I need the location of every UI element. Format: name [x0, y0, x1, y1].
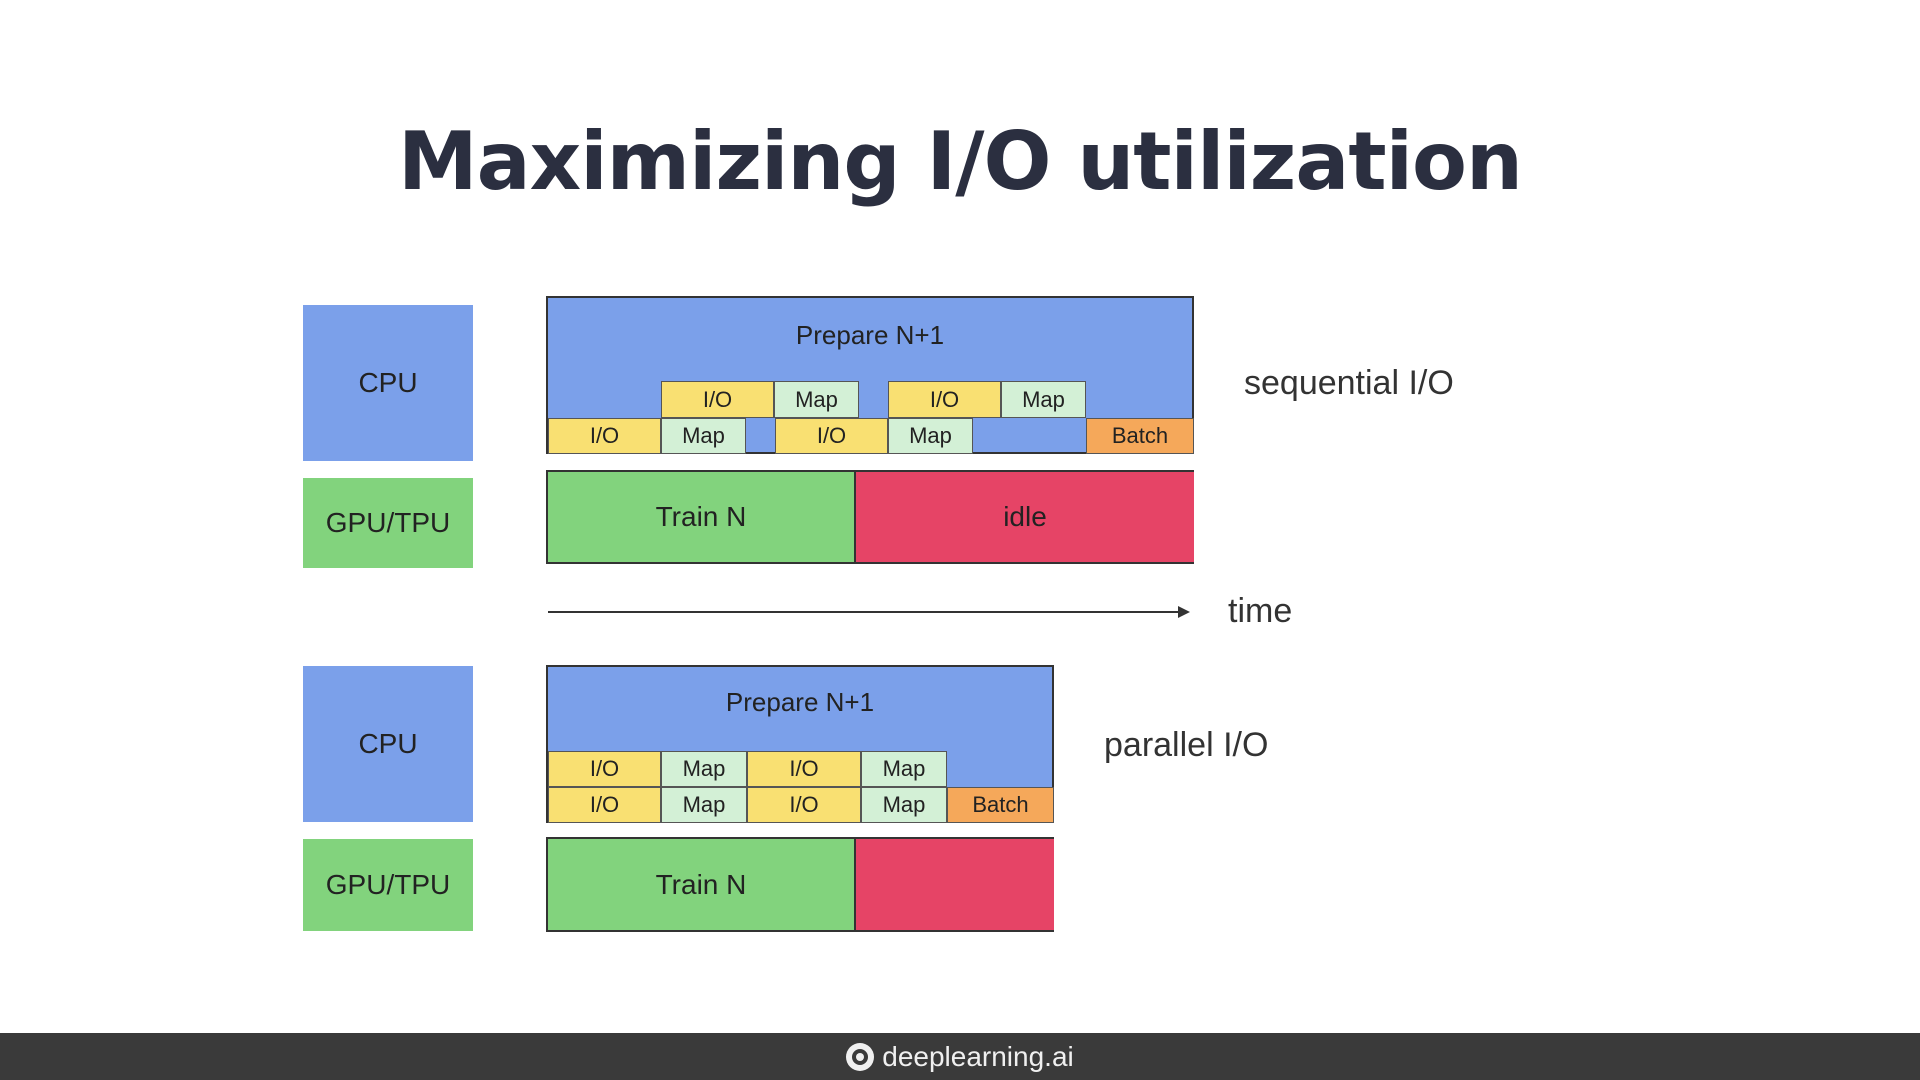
- sequential-cpu-timeline: Prepare N+1 I/O Map I/O Map I/O Map I/O …: [546, 296, 1194, 454]
- map-block: Map: [888, 418, 973, 454]
- map-block: Map: [774, 381, 859, 418]
- batch-block: Batch: [947, 787, 1054, 823]
- parallel-io-label: parallel I/O: [1104, 726, 1269, 764]
- train-block: Train N: [548, 839, 856, 930]
- map-block: Map: [661, 751, 747, 787]
- idle-block: idle: [856, 472, 1194, 562]
- slide-title: Maximizing I/O utilization: [398, 115, 1523, 208]
- parallel-cpu-timeline: Prepare N+1 I/O Map I/O Map I/O Map I/O …: [546, 665, 1054, 823]
- map-block: Map: [1001, 381, 1086, 418]
- prepare-label: Prepare N+1: [725, 687, 875, 717]
- gpu-label-sequential: GPU/TPU: [303, 478, 473, 568]
- io-block: I/O: [661, 381, 774, 418]
- batch-block: Batch: [1086, 418, 1194, 454]
- train-block: Train N: [548, 472, 856, 562]
- io-block: I/O: [548, 751, 661, 787]
- deeplearning-logo-icon: [846, 1042, 875, 1071]
- map-block: Map: [861, 751, 947, 787]
- time-arrowhead: [1178, 606, 1190, 618]
- io-block: I/O: [747, 751, 861, 787]
- io-block: I/O: [747, 787, 861, 823]
- map-block: Map: [861, 787, 947, 823]
- io-block: I/O: [548, 787, 661, 823]
- io-block: I/O: [888, 381, 1001, 418]
- time-arrow: [548, 611, 1178, 613]
- map-block: Map: [661, 418, 746, 454]
- prepare-label: Prepare N+1: [795, 320, 945, 350]
- cpu-label-parallel: CPU: [303, 666, 473, 822]
- time-label: time: [1228, 592, 1293, 630]
- sequential-gpu-timeline: Train N idle: [546, 470, 1194, 564]
- sequential-io-label: sequential I/O: [1244, 364, 1454, 402]
- io-block: I/O: [775, 418, 888, 454]
- cpu-label-sequential: CPU: [303, 305, 473, 461]
- io-block: I/O: [548, 418, 661, 454]
- parallel-gpu-timeline: Train N: [546, 837, 1054, 932]
- idle-block: [856, 839, 1054, 930]
- map-block: Map: [661, 787, 747, 823]
- gpu-label-parallel: GPU/TPU: [303, 839, 473, 931]
- footer-brand: deeplearning.ai: [882, 1040, 1074, 1072]
- footer-bar: deeplearning.ai: [0, 1033, 1920, 1080]
